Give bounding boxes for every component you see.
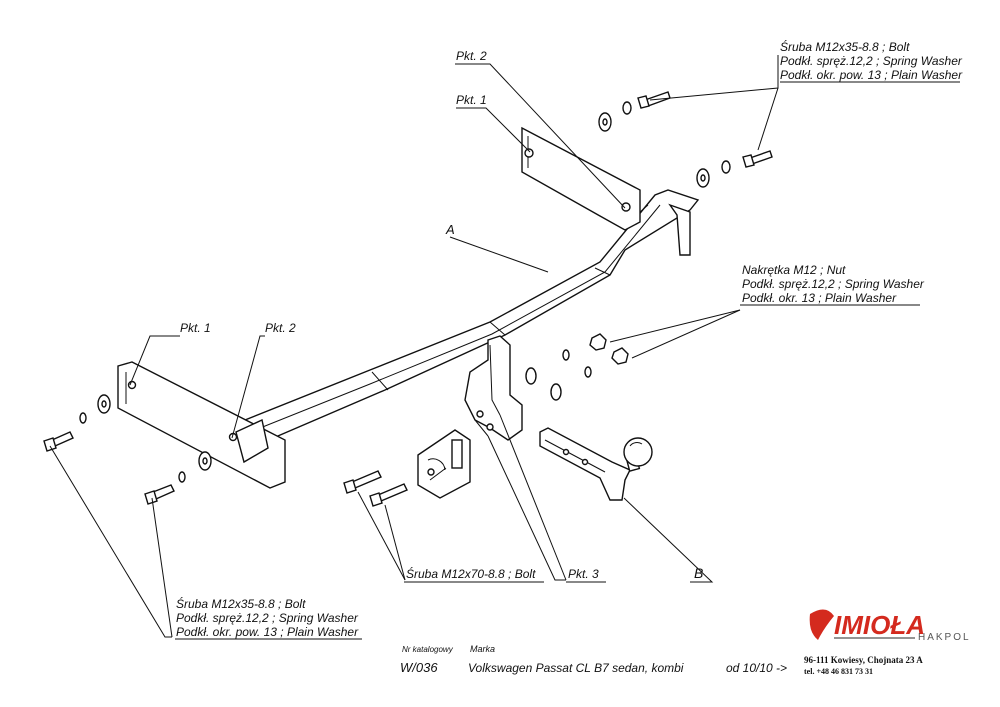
address-line-2: tel. +48 46 831 73 31 [804, 667, 873, 676]
footer: Nr katalogowy W/036 Marka Volkswagen Pas… [400, 644, 787, 675]
label-pkt2-top: Pkt. 2 [456, 49, 487, 63]
nut-right-text: Nakrętka M12 ; Nut Podkł. spręż.12,2 ; S… [742, 263, 925, 305]
logo-brand: IMIOŁA [834, 610, 925, 640]
nut-right-line-3: Podkł. okr. 13 ; Plain Washer [742, 291, 897, 305]
bolt-bottom-left-line-3: Podkł. okr. pow. 13 ; Plain Washer [176, 625, 359, 639]
make-label: Marka [470, 644, 495, 654]
bolt-bottom-left-line-1: Śruba M12x35-8.8 ; Bolt [176, 596, 306, 611]
bolt-hole-pkt2-right [621, 202, 631, 212]
address-line-1: 96-111 Kowiesy, Chojnata 23 A [804, 655, 923, 665]
bolt-hole-pkt1-left [127, 380, 137, 390]
date-range: od 10/10 -> [726, 661, 787, 675]
bolt-hole-pkt1-right [524, 148, 534, 158]
label-pkt1-top: Pkt. 1 [456, 93, 487, 107]
catalog-value: W/036 [400, 660, 438, 675]
label-pkt3: Pkt. 3 [568, 567, 599, 581]
hardware [43, 91, 773, 507]
bolt-center-text: Śruba M12x70-8.8 ; Bolt [406, 566, 536, 581]
bolt-top-right-line-3: Podkł. okr. pow. 13 ; Plain Washer [780, 68, 963, 82]
socket-plate [417, 429, 471, 499]
bolt-top-right-line-1: Śruba M12x35-8.8 ; Bolt [780, 39, 910, 54]
bolt-top-right-line-2: Podkł. spręż.12,2 ; Spring Washer [780, 54, 963, 68]
make-value: Volkswagen Passat CL B7 sedan, kombi [468, 661, 684, 675]
imiola-logo: IMIOŁA HAKPOL [809, 609, 971, 643]
bolt-bottom-left-line-2: Podkł. spręż.12,2 ; Spring Washer [176, 611, 359, 625]
crossbar-a [229, 189, 700, 451]
label-pkt1-left: Pkt. 1 [180, 321, 211, 335]
label-pkt2-left: Pkt. 2 [265, 321, 296, 335]
right-side-plate [521, 126, 641, 231]
logo-sub: HAKPOL [918, 632, 971, 643]
centre-bracket [464, 335, 523, 441]
label-part-b: B [694, 565, 703, 581]
label-part-a: A [445, 222, 455, 237]
leader-lines [49, 55, 960, 640]
tow-ball-arm-b [539, 427, 653, 501]
bolt-bottom-left-text: Śruba M12x35-8.8 ; Bolt Podkł. spręż.12,… [176, 596, 359, 639]
catalog-label: Nr katalogowy [402, 645, 454, 654]
bolt-top-right-text: Śruba M12x35-8.8 ; Bolt Podkł. spręż.12,… [780, 39, 963, 82]
nut-right-line-1: Nakrętka M12 ; Nut [742, 263, 846, 277]
left-side-plate [117, 361, 286, 489]
nut-right-line-2: Podkł. spręż.12,2 ; Spring Washer [742, 277, 925, 291]
logo-swoosh-icon [809, 609, 834, 640]
